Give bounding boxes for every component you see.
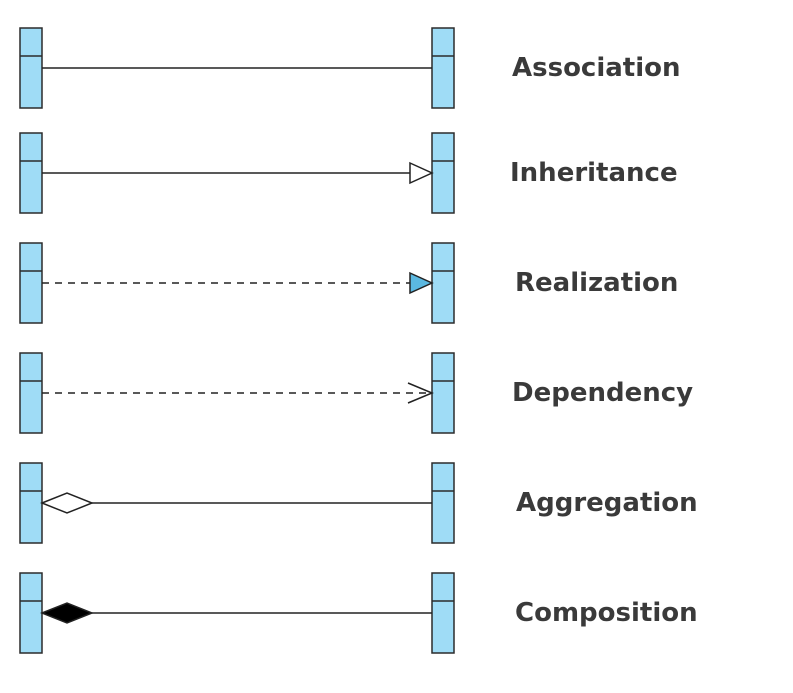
target-class-composition-body bbox=[431, 572, 455, 654]
source-class-inheritance-body bbox=[19, 132, 43, 214]
target-class-composition bbox=[431, 572, 455, 654]
inheritance-triangle-marker bbox=[409, 161, 434, 185]
relationship-composition bbox=[19, 572, 455, 654]
source-class-inheritance bbox=[19, 132, 43, 214]
dependency-open-arrow-marker bbox=[407, 382, 434, 404]
source-class-composition bbox=[19, 572, 43, 654]
aggregation-diamond-marker bbox=[39, 492, 95, 514]
realization-triangle-marker bbox=[409, 271, 434, 295]
label-association: Association bbox=[512, 53, 681, 83]
relationship-aggregation bbox=[19, 462, 455, 544]
target-class-realization bbox=[431, 242, 455, 324]
source-class-aggregation-body bbox=[19, 462, 43, 544]
target-class-inheritance bbox=[431, 132, 455, 214]
target-class-dependency-body bbox=[431, 352, 455, 434]
composition-diamond-marker bbox=[39, 602, 95, 624]
target-class-aggregation-body bbox=[431, 462, 455, 544]
label-realization: Realization bbox=[515, 268, 679, 298]
label-inheritance: Inheritance bbox=[510, 158, 678, 188]
source-class-dependency-body bbox=[19, 352, 43, 434]
source-class-association-body bbox=[19, 27, 43, 109]
label-composition: Composition bbox=[515, 598, 698, 628]
target-class-dependency bbox=[431, 352, 455, 434]
target-class-association-body bbox=[431, 27, 455, 109]
source-class-realization-body bbox=[19, 242, 43, 324]
source-class-composition-body bbox=[19, 572, 43, 654]
target-class-aggregation bbox=[431, 462, 455, 544]
target-class-realization-body bbox=[431, 242, 455, 324]
source-class-realization bbox=[19, 242, 43, 324]
label-dependency: Dependency bbox=[512, 378, 694, 408]
source-class-dependency bbox=[19, 352, 43, 434]
target-class-inheritance-body bbox=[431, 132, 455, 214]
label-aggregation: Aggregation bbox=[516, 488, 698, 518]
relationship-dependency bbox=[19, 352, 455, 434]
target-class-association bbox=[431, 27, 455, 109]
source-class-association bbox=[19, 27, 43, 109]
relationship-realization bbox=[19, 242, 455, 324]
relationship-inheritance bbox=[19, 132, 455, 214]
source-class-aggregation bbox=[19, 462, 43, 544]
relationship-association bbox=[19, 27, 455, 109]
